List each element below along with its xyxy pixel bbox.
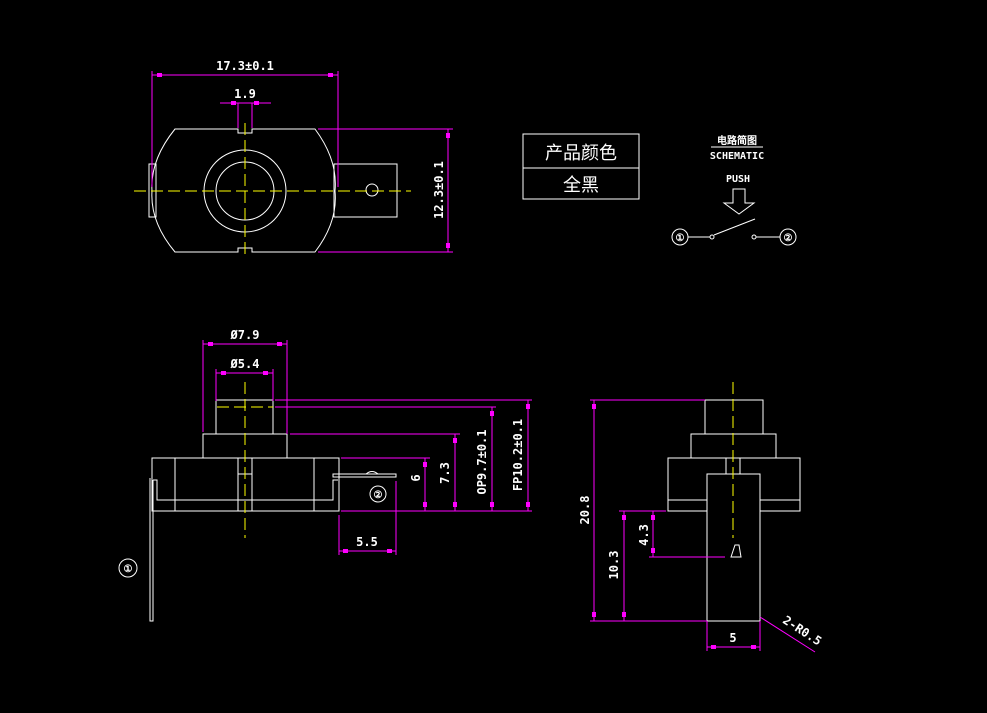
pin: [706, 473, 761, 622]
front-terminal-2-label: ②: [374, 490, 383, 501]
radius-note: 2-R0.5: [780, 613, 824, 648]
terminal-2-label: ②: [784, 233, 793, 244]
dim-total-height: 20.8: [578, 496, 592, 525]
dim-fp: FP10.2±0.1: [511, 419, 525, 491]
top-view: 17.3±0.1 1.9 12.3±0.1: [134, 59, 453, 258]
dim-height: 12.3±0.1: [318, 128, 453, 253]
push-label: PUSH: [726, 174, 750, 185]
front-terminal-1-label: ①: [124, 564, 133, 575]
dim-width: 17.3±0.1: [151, 59, 339, 187]
switch-blade: [713, 218, 756, 236]
dim-7-3: 7.3: [438, 462, 452, 484]
schematic-title-en: SCHEMATIC: [710, 151, 764, 162]
dim-pin-length: 10.3: [607, 551, 621, 580]
triangle-mark-icon: [730, 544, 742, 558]
dim-height-label: 12.3±0.1: [432, 161, 446, 219]
front-view: ② ① Ø7.9 Ø5.4 FP10.2±0.1 OP9.7±0.1 7.3: [118, 328, 532, 622]
dim-outer-dia: Ø7.9: [230, 328, 260, 342]
terminal-2-symbol: [779, 228, 797, 246]
color-table: 产品颜色 全黑: [522, 133, 640, 200]
left-terminal: [149, 478, 154, 622]
dim-notch-label: 1.9: [234, 87, 256, 101]
dim-width-label: 17.3±0.1: [216, 59, 274, 73]
dim-5-5: 5.5: [356, 535, 378, 549]
dim-notch: 1.9: [220, 87, 271, 128]
push-arrow-icon: [722, 188, 756, 215]
color-table-header: 产品颜色: [545, 143, 617, 164]
right-terminal: [332, 473, 397, 478]
terminal-1-label: ①: [676, 233, 685, 244]
color-table-value: 全黑: [563, 175, 599, 196]
dim-mark: 4.3: [637, 524, 651, 546]
schematic: 电路简图 SCHEMATIC PUSH ① ②: [671, 134, 797, 246]
side-view: 20.8 10.3 4.3 5 2-R0.5: [578, 382, 824, 653]
dim-6: 6: [409, 474, 423, 481]
dim-pin-width: 5: [729, 631, 736, 645]
dim-op: OP9.7±0.1: [475, 429, 489, 494]
dim-inner-dia: Ø5.4: [230, 357, 260, 371]
terminal-hole: [365, 183, 379, 197]
schematic-title-cn: 电路简图: [717, 134, 757, 147]
